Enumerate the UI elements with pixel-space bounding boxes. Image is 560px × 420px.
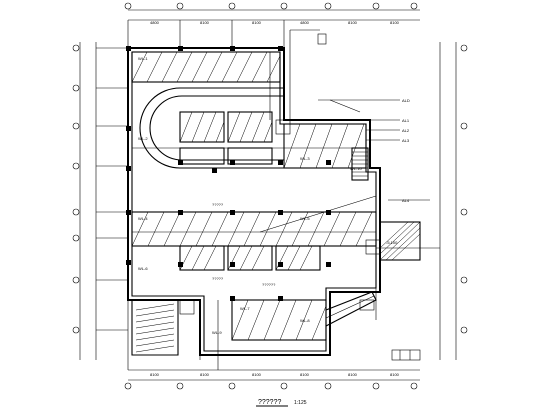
legend-box	[391, 349, 421, 361]
axis-markers-top	[124, 2, 418, 10]
parking-block-lower	[231, 299, 327, 341]
elevation-note: -5.100	[386, 240, 398, 245]
room-label-2: ?????	[212, 276, 224, 281]
columns	[126, 46, 331, 301]
wl-label-5: WL-5	[300, 216, 310, 221]
drawing-title: ??????	[258, 399, 281, 406]
panel-label-4: AL3	[402, 138, 410, 143]
parking-row-top	[131, 51, 281, 83]
dim-label-4: 4800	[300, 20, 310, 25]
dim-label-1: 4800	[150, 20, 160, 25]
annotations: 4800 8100 8100 4800 8100 8100 8100 8100 …	[138, 20, 410, 377]
wl-label-3: WL-3	[300, 156, 310, 161]
equipment-boxes	[179, 33, 381, 315]
wl-label-9: WL-9	[212, 330, 222, 335]
wl-label-8: WL-8	[300, 318, 310, 323]
dim-label-bottom-5: 8100	[348, 372, 358, 377]
room-label-1: ?????	[212, 202, 224, 207]
dim-label-2: 8100	[200, 20, 210, 25]
panel-label-3: AL2	[402, 128, 410, 133]
wl-label-6: WL-6	[138, 266, 148, 271]
dim-label-bottom-2: 8100	[200, 372, 210, 377]
parking-block-right-upper	[283, 123, 367, 169]
dim-label-bottom-6: 8100	[390, 372, 400, 377]
dimension-frame	[79, 9, 457, 381]
building-outline	[127, 47, 381, 356]
panel-label-2: AL1	[402, 118, 410, 123]
wl-label-10: WL-10	[350, 166, 363, 171]
wl-label-7: WL-7	[240, 306, 250, 311]
stair-lower-left	[131, 299, 179, 356]
parking-band-middle	[131, 211, 377, 271]
dim-label-bottom-4: 8100	[300, 372, 310, 377]
axis-markers-bottom	[124, 382, 418, 390]
wiring-lines	[132, 29, 440, 370]
drawing-title-block: ?????? 1:125	[256, 399, 307, 407]
panel-label-5: AL4	[402, 198, 410, 203]
wl-label-1: WL-1	[138, 56, 148, 61]
panel-label-1: ALD	[402, 98, 410, 103]
dim-label-bottom-3: 8100	[252, 372, 262, 377]
wl-label-4: WL-4	[138, 216, 148, 221]
grid-lines	[96, 20, 285, 370]
dim-label-bottom-1: 8100	[150, 372, 160, 377]
dim-label-5: 8100	[348, 20, 358, 25]
ramp-curve	[139, 87, 284, 169]
ramp-lower-right	[325, 291, 377, 327]
dim-label-3: 8100	[252, 20, 262, 25]
wl-label-2: WL-2	[138, 136, 148, 141]
drawing-scale: 1:125	[294, 400, 307, 406]
axis-markers-side	[72, 44, 468, 334]
room-label-3: ??????	[262, 282, 276, 287]
dim-label-6: 8100	[390, 20, 400, 25]
parking-blocks-middle	[179, 111, 273, 165]
